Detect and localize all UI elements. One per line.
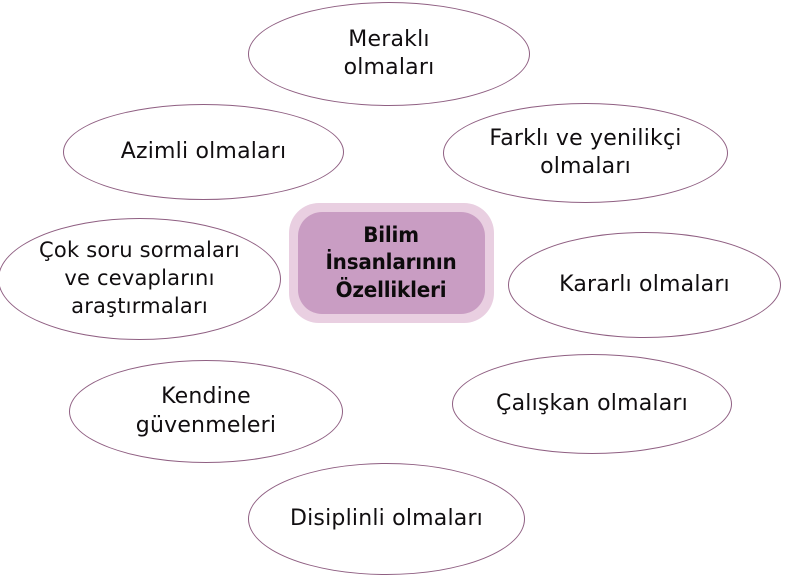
node-label: Farklı ve yenilikçi olmaları xyxy=(489,125,682,179)
diagram-node-cok-soru[interactable]: Çok soru sormaları ve cevaplarını araştı… xyxy=(0,218,281,340)
diagram-node-azimli[interactable]: Azimli olmaları xyxy=(63,104,344,200)
node-label: Azimli olmaları xyxy=(120,138,287,164)
diagram-center-node[interactable]: Bilim İnsanlarının Özellikleri xyxy=(289,203,494,323)
center-node-label: Bilim İnsanlarının Özellikleri xyxy=(325,223,458,302)
diagram-node-kendine-guven[interactable]: Kendine güvenmeleri xyxy=(69,360,343,463)
center-node-inner: Bilim İnsanlarının Özellikleri xyxy=(298,212,485,314)
diagram-node-farkli-yenilikci[interactable]: Farklı ve yenilikçi olmaları xyxy=(443,103,728,203)
node-label: Kararlı olmaları xyxy=(559,271,730,297)
diagram-node-caliskan[interactable]: Çalışkan olmaları xyxy=(452,354,732,454)
node-label: Çok soru sormaları ve cevaplarını araştı… xyxy=(39,238,240,318)
diagram-node-meraklı[interactable]: Meraklı olmaları xyxy=(248,2,530,106)
node-label: Çalışkan olmaları xyxy=(496,390,688,416)
node-label: Disiplinli olmaları xyxy=(289,505,483,531)
node-label: Kendine güvenmeleri xyxy=(135,384,277,438)
diagram-node-kararli[interactable]: Kararlı olmaları xyxy=(508,232,781,338)
diagram-node-disiplinli[interactable]: Disiplinli olmaları xyxy=(248,463,525,575)
node-label: Meraklı olmaları xyxy=(343,26,435,80)
